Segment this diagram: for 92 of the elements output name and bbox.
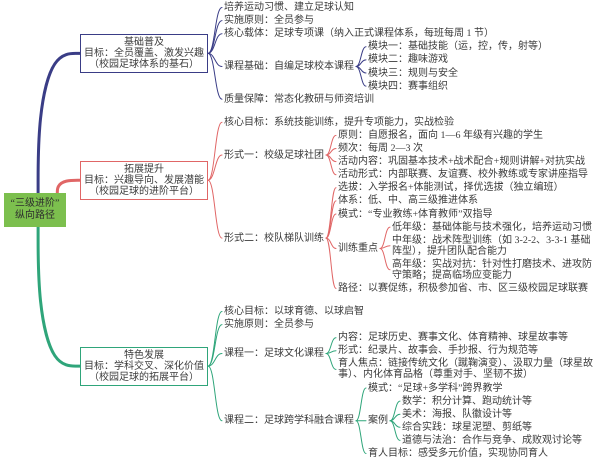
subtopic-text: 培养运动习惯、建立足球认知	[222, 2, 356, 13]
subtopic-text: 活动内容：巩固基本技术+战术配合+规则讲解+对抗实战	[336, 156, 587, 168]
subtopic-text: 模式：“足球+多学科”跨界教学	[366, 382, 505, 394]
curved-connector	[390, 420, 400, 428]
subtopic-text: 核心载体：足球专项课（纳入正式课程体系，每班每周 1 节）	[222, 28, 496, 40]
branch-topic-box	[80, 34, 208, 73]
curved-connector	[208, 52, 222, 67]
subtopic-text: 内容：足球历史、赛事文化、体育精神、球星故事等	[336, 332, 570, 344]
curved-connector	[326, 353, 336, 370]
subtopic-text: 体系：低、中、高三级推进体系	[336, 195, 480, 206]
subtopic-text: 综合实践：球星泥塑、剪纸等	[400, 422, 534, 433]
subtopic-text: 形式一：校级足球社团	[222, 150, 326, 161]
curved-connector	[380, 226, 390, 249]
branch-topic-box	[80, 160, 208, 200]
subtopic-text: 课程基础：自编足球校本课程	[222, 60, 356, 72]
curved-connector	[208, 122, 222, 181]
curved-connector	[208, 180, 222, 239]
curved-connector	[356, 420, 366, 422]
curved-connector	[326, 134, 336, 156]
subtopic-text: 实施原则：全员参与	[222, 15, 316, 26]
branch-detail: 目标：全员覆盖、激发兴趣	[84, 48, 204, 59]
subtopic-text: 案例	[366, 415, 390, 426]
subtopic-text: 核心目标：以球育德、以球启智	[222, 306, 366, 317]
curved-connector	[208, 311, 222, 367]
curved-connector	[36, 52, 82, 194]
curved-connector	[326, 238, 336, 249]
subtopic-text: 道德与法治：合作与竞争、成败观讨论等	[400, 434, 584, 446]
branch-title: 拓展提升	[124, 164, 164, 175]
curved-connector	[380, 245, 390, 249]
subtopic-text: 形式二：校队梯队训练	[222, 232, 326, 244]
curved-connector	[356, 59, 366, 67]
curved-connector	[208, 324, 222, 367]
subtopic-text: 育人目标：感受多元价值，实现协同育人	[366, 448, 550, 459]
subtopic-text: 原则：自愿报名，面向 1—6 年级有兴趣的学生	[336, 130, 545, 141]
subtopic-text: 数学：积分计算、跑动统计等	[400, 396, 534, 407]
subtopic-text: 育人焦点：链接传统文化（蹴鞠演变）、汲取力量（球星故事）、内化体育品格（尊重对手、坚韧不拔）	[336, 358, 598, 380]
subtopic-text: 路径：以赛促练，积极参加省、市、区三级校园足球联赛	[336, 282, 590, 294]
curved-connector	[356, 46, 366, 67]
subtopic-text: 模式：“专业教练+体育教师”双指导	[336, 208, 495, 220]
curved-connector	[208, 353, 222, 367]
curved-connector	[56, 178, 82, 194]
subtopic-text: 模块一：基础技能（运，控，传，射等）	[366, 41, 550, 52]
curved-connector	[208, 7, 222, 54]
curved-connector	[326, 337, 336, 354]
subtopic-text: 活动形式：内部联赛、友谊赛、校外教练或专家讲座指导	[336, 169, 590, 180]
branch-detail: （校园足球体系的基石）	[88, 58, 200, 70]
curved-connector	[326, 238, 336, 289]
branch-detail: （校园足球的进阶平台）	[88, 186, 200, 197]
subtopic-text: 频次：每周 2—3 次	[336, 143, 425, 154]
curved-connector	[326, 154, 336, 176]
subtopic-text: 中年级：战术阵型训练（如 3-2-2、3-3-1 基础阵型），提升团队配合能力	[390, 234, 598, 257]
subtopic-text: 高年级：实战对抗：针对性打磨技术、进攻防守策略；提高临场应变能力	[390, 258, 598, 281]
subtopic-text: 选拔：入学报名+体能测试，择优选拔（独立编班）	[336, 182, 566, 194]
curved-connector	[380, 248, 390, 270]
curved-connector	[326, 350, 336, 354]
curved-connector	[326, 187, 336, 239]
subtopic-text: 质量保障：常态化教研与师资培训	[222, 94, 376, 105]
curved-connector	[326, 200, 336, 239]
branch-topic-box	[80, 346, 208, 386]
branch-title: 特色发展	[124, 350, 164, 361]
subtopic-text: 模块四：赛事组织	[366, 80, 450, 92]
branch-detail: 目标：兴趣导向、发展潜能	[84, 174, 204, 186]
branch-detail: 目标：学科交叉、深化价值	[84, 360, 204, 372]
subtopic-text: 美术：海报、队徽设计等	[400, 408, 514, 420]
curved-connector	[390, 420, 400, 441]
subtopic-text: 实施原则：全员参与	[222, 319, 316, 330]
subtopic-text: 核心目标：系统技能训练，提升专项能力，实战检验	[222, 116, 456, 128]
subtopic-text: 课程一：足球文化课程	[222, 348, 326, 360]
curved-connector	[208, 52, 222, 100]
curved-connector	[208, 154, 222, 181]
curved-connector	[356, 66, 366, 87]
central-topic-box: “三级进阶”纵向路径	[4, 192, 66, 227]
curved-connector	[390, 414, 400, 422]
curved-connector	[326, 214, 336, 239]
curved-connector	[356, 420, 366, 454]
subtopic-text: 模块二：趣味游戏	[366, 54, 450, 66]
subtopic-text: 课程二：足球跨学科融合课程	[222, 415, 356, 426]
curved-connector	[326, 154, 336, 162]
branch-detail: （校园足球的拓展平台）	[88, 372, 200, 383]
branch-title: 基础普及	[124, 36, 164, 48]
curved-connector	[326, 148, 336, 156]
curved-connector	[208, 20, 222, 54]
curved-connector	[356, 388, 366, 422]
curved-connector	[36, 225, 82, 368]
curved-connector	[356, 66, 366, 74]
curved-connector	[208, 33, 222, 54]
subtopic-text: 训练重点	[336, 242, 380, 254]
curved-connector	[390, 400, 400, 422]
subtopic-text: 形式：纪录片、故事会、手抄报、行为规范等	[336, 345, 540, 356]
subtopic-text: 低年级：基础体能与技术强化，培养运动习惯	[390, 222, 594, 233]
curved-connector	[208, 366, 222, 422]
subtopic-text: 模块三：规则与安全	[366, 68, 460, 78]
